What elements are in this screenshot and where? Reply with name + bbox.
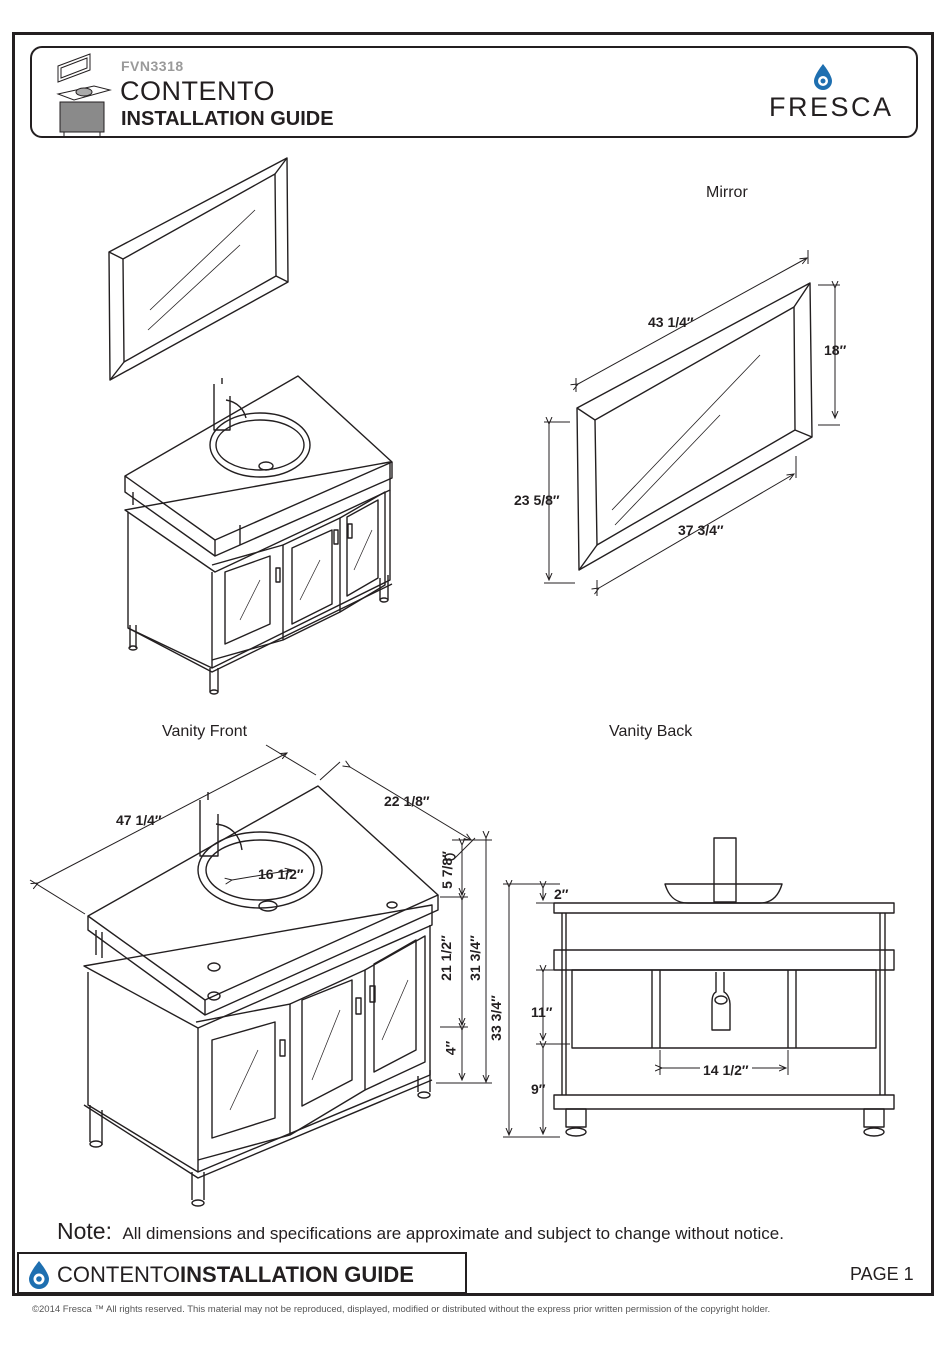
brand-name: FRESCA bbox=[769, 92, 894, 122]
dim-back-bottom: 9″ bbox=[531, 1081, 546, 1097]
dim-back-width: 14 1/2″ bbox=[700, 1062, 752, 1078]
dim-top-height: 5 7/8″ bbox=[438, 851, 455, 889]
footer-title-box bbox=[17, 1252, 467, 1294]
fresca-logo-icon bbox=[814, 64, 832, 90]
vanity-perspective-drawing bbox=[124, 375, 393, 695]
note-label: Note: bbox=[57, 1218, 112, 1244]
vanity-front-label: Vanity Front bbox=[162, 723, 248, 740]
copyright-notice: ©2014 Fresca ™ All rights reserved. This… bbox=[32, 1304, 771, 1315]
model-number: FVN3318 bbox=[121, 58, 184, 74]
fresca-logo-icon bbox=[29, 1261, 49, 1289]
vanity-front-drawing bbox=[83, 785, 456, 1207]
dim-leg-height: 4″ bbox=[442, 1040, 459, 1056]
note-text: All dimensions and specifications are ap… bbox=[122, 1224, 784, 1243]
dim-vanity-width: 47 1/4″ bbox=[116, 812, 162, 828]
dim-bowl-diameter: 16 1/2″ bbox=[258, 866, 304, 882]
footer-title-light: CONTENTO bbox=[57, 1262, 181, 1287]
dim-mirror-outer-width: 43 1/4″ bbox=[648, 314, 694, 330]
vanity-front-dimension-lines bbox=[29, 744, 492, 1084]
dim-mirror-outer-height: 18″ bbox=[824, 342, 847, 358]
dim-back-total-height: 33 3/4″ bbox=[487, 995, 504, 1041]
header-box bbox=[30, 46, 918, 138]
product-title: CONTENTO bbox=[120, 76, 276, 106]
dim-back-top: 2″ bbox=[554, 886, 569, 902]
mirror-label: Mirror bbox=[706, 184, 748, 201]
note: Note: All dimensions and specifications … bbox=[57, 1218, 784, 1245]
page-border bbox=[12, 32, 934, 1296]
dim-mirror-height-left: 23 5/8″ bbox=[514, 492, 560, 508]
mirror-dimension-lines bbox=[544, 250, 840, 596]
guide-subtitle: INSTALLATION GUIDE bbox=[121, 108, 334, 130]
footer-title-bold: INSTALLATION GUIDE bbox=[180, 1262, 414, 1287]
dim-back-middle: 11″ bbox=[531, 1004, 553, 1020]
mirror-perspective-drawing bbox=[108, 157, 289, 381]
dim-vanity-depth: 22 1/8″ bbox=[384, 793, 430, 809]
dim-cabinet-height: 21 1/2″ bbox=[437, 935, 454, 981]
vanity-back-drawing bbox=[553, 837, 895, 1137]
vanity-thumbnail-icon bbox=[56, 53, 112, 138]
dim-mirror-inner-width: 37 3/4″ bbox=[678, 522, 724, 538]
dim-total-height-front: 31 3/4″ bbox=[466, 935, 483, 981]
vanity-back-label: Vanity Back bbox=[609, 723, 693, 740]
page-number: PAGE 1 bbox=[850, 1264, 914, 1284]
footer-title: CONTENTOINSTALLATION GUIDE bbox=[57, 1262, 414, 1288]
